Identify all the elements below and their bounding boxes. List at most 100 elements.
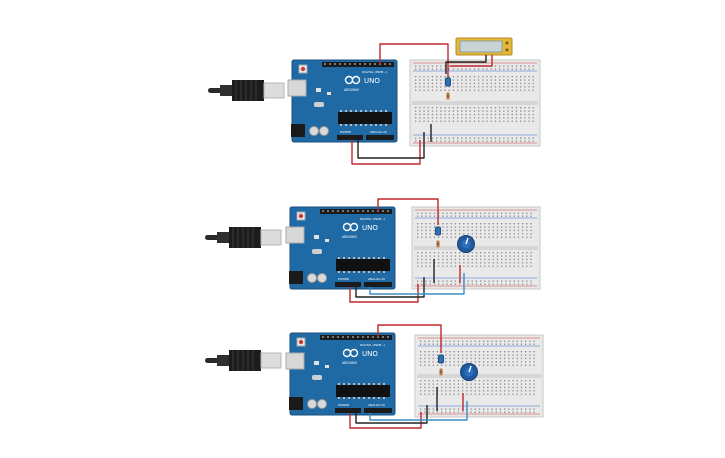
breadboard-hole (532, 89, 534, 91)
chip-pin (360, 110, 362, 112)
breadboard-hole (457, 107, 459, 109)
breadboard[interactable] (409, 59, 541, 147)
breadboard-hole (436, 380, 439, 382)
wire-blue[interactable] (369, 401, 468, 421)
breadboard-hole (453, 354, 455, 356)
breadboard-hole (505, 226, 507, 228)
sensor-component[interactable] (438, 354, 444, 364)
breadboard-hole (504, 343, 506, 345)
breadboard-hole (478, 76, 480, 78)
breadboard-hole (530, 265, 532, 267)
resistor-band (436, 241, 440, 243)
breadboard-hole (445, 411, 447, 413)
chip-pin (360, 124, 362, 126)
breadboard-hole (511, 86, 513, 88)
wire-black[interactable] (445, 55, 487, 74)
breadboard-hole (529, 361, 531, 363)
breadboard-hole (449, 343, 451, 345)
breadboard-hole (478, 380, 481, 382)
usb-cable[interactable] (205, 227, 282, 248)
wire-black[interactable] (357, 132, 425, 159)
potentiometer[interactable] (460, 363, 478, 381)
breadboard-hole (515, 113, 518, 116)
breadboard-hole (526, 280, 528, 282)
breadboard-hole (505, 236, 507, 238)
breadboard-hole (462, 361, 464, 363)
breadboard-hole (516, 380, 518, 382)
breadboard-hole (517, 215, 520, 217)
breadboard-hole (513, 265, 515, 267)
breadboard-hole (436, 68, 438, 70)
breadboard-hole (508, 393, 510, 395)
breadboard-hole (480, 212, 482, 214)
breadboard-hole (457, 113, 459, 116)
breadboard-hole (433, 252, 436, 254)
breadboard-hole (507, 79, 509, 81)
resistor[interactable] (439, 368, 443, 376)
breadboard-hole (427, 76, 429, 78)
breadboard-hole (440, 120, 442, 122)
header-pin (322, 210, 324, 212)
wire-red[interactable] (377, 198, 439, 225)
breadboard-hole (512, 343, 514, 345)
breadboard[interactable] (414, 334, 544, 418)
breadboard-hole (532, 107, 534, 109)
breadboard-hole (425, 280, 427, 282)
wire-red[interactable] (450, 55, 493, 67)
wire-red[interactable] (351, 140, 421, 165)
breadboard-hole (448, 107, 450, 109)
wire-black[interactable] (355, 405, 428, 424)
arduino-logo-icon (344, 75, 361, 85)
smd-part (316, 88, 321, 92)
resistor[interactable] (446, 92, 450, 100)
breadboard-hole (484, 236, 486, 238)
usb-cable[interactable] (208, 80, 285, 101)
chip-pin (368, 383, 370, 385)
breadboard-hole (520, 361, 523, 363)
header-pin (352, 210, 354, 212)
wire-blue[interactable] (369, 273, 465, 295)
wire-red[interactable] (349, 284, 419, 303)
breadboard-hole (487, 343, 489, 345)
breadboard[interactable] (411, 206, 541, 290)
wire-red[interactable] (377, 324, 442, 353)
chip-pin (383, 271, 385, 273)
breadboard-hole (423, 89, 425, 91)
chip-pin (353, 397, 355, 399)
breadboard-hole (431, 117, 434, 119)
header-pin (339, 63, 341, 65)
sensor-component[interactable] (445, 77, 451, 87)
breadboard-hole (533, 411, 535, 413)
lcd-display[interactable] (455, 37, 513, 56)
breadboard-hole (473, 137, 476, 139)
usb-cable[interactable] (205, 350, 282, 371)
breadboard-hole (445, 364, 447, 366)
breadboard-hole (470, 386, 472, 389)
sensor-component[interactable] (435, 226, 441, 236)
breadboard-hole (480, 252, 482, 254)
wire-black[interactable] (355, 277, 425, 298)
chip-pin (383, 257, 385, 259)
breadboard-hole (419, 113, 421, 116)
breadboard-hole (432, 380, 434, 382)
breadboard-hole (446, 283, 448, 285)
breadboard-hole (470, 361, 472, 363)
breadboard-hole (508, 380, 510, 382)
breadboard-hole (528, 117, 530, 119)
breadboard-hole (504, 408, 506, 410)
breadboard-hole (445, 390, 447, 392)
breadboard-hole (504, 383, 506, 385)
resistor[interactable] (436, 240, 440, 248)
breadboard-hole (496, 265, 499, 267)
breadboard-hole (522, 229, 524, 232)
breadboard-hole (478, 340, 481, 342)
potentiometer[interactable] (457, 235, 475, 253)
